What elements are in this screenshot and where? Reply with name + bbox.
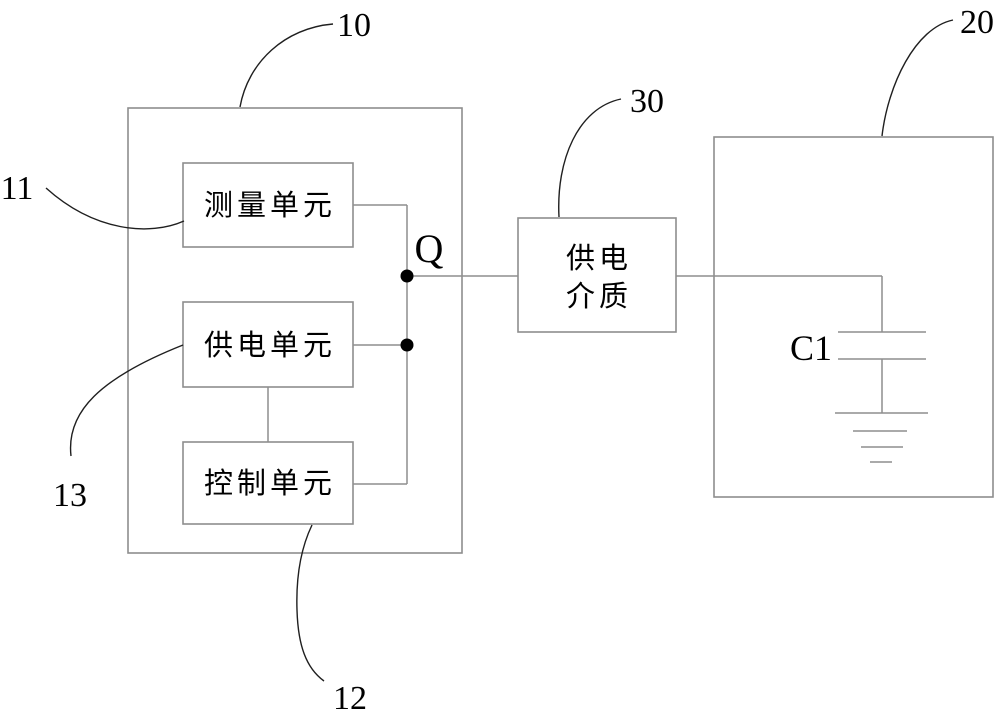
- leader-line-10: [239, 23, 334, 108]
- leader-line-11: [45, 187, 185, 230]
- ref-label-30: 30: [630, 83, 664, 120]
- power-unit-label: 供电单元: [204, 329, 336, 362]
- control-unit-label: 控制单元: [204, 467, 336, 500]
- node-label-q: Q: [415, 226, 444, 271]
- capacitor-label-c1: C1: [790, 328, 832, 368]
- leader-line-20: [881, 19, 954, 137]
- medium-label-line2: 介质: [566, 280, 632, 313]
- junction-dot-power: [400, 338, 414, 352]
- leader-line-13: [69, 344, 184, 457]
- ref-label-20: 20: [960, 4, 994, 41]
- capacitor-icon: [838, 276, 926, 413]
- measure-unit-label: 测量单元: [204, 189, 336, 222]
- load-box-20: [713, 136, 994, 498]
- leader-line-12: [296, 524, 325, 682]
- junction-dot-q: [400, 269, 414, 283]
- leader-line-30: [558, 98, 622, 218]
- ground-icon: [835, 412, 928, 463]
- ref-label-13: 13: [53, 477, 87, 514]
- device-box-10: [127, 107, 463, 554]
- ref-label-12: 12: [333, 680, 367, 714]
- ref-label-10: 10: [337, 7, 371, 44]
- medium-label-line1: 供电: [566, 242, 632, 275]
- ref-label-11: 11: [1, 170, 34, 207]
- medium-box-30: [517, 217, 677, 333]
